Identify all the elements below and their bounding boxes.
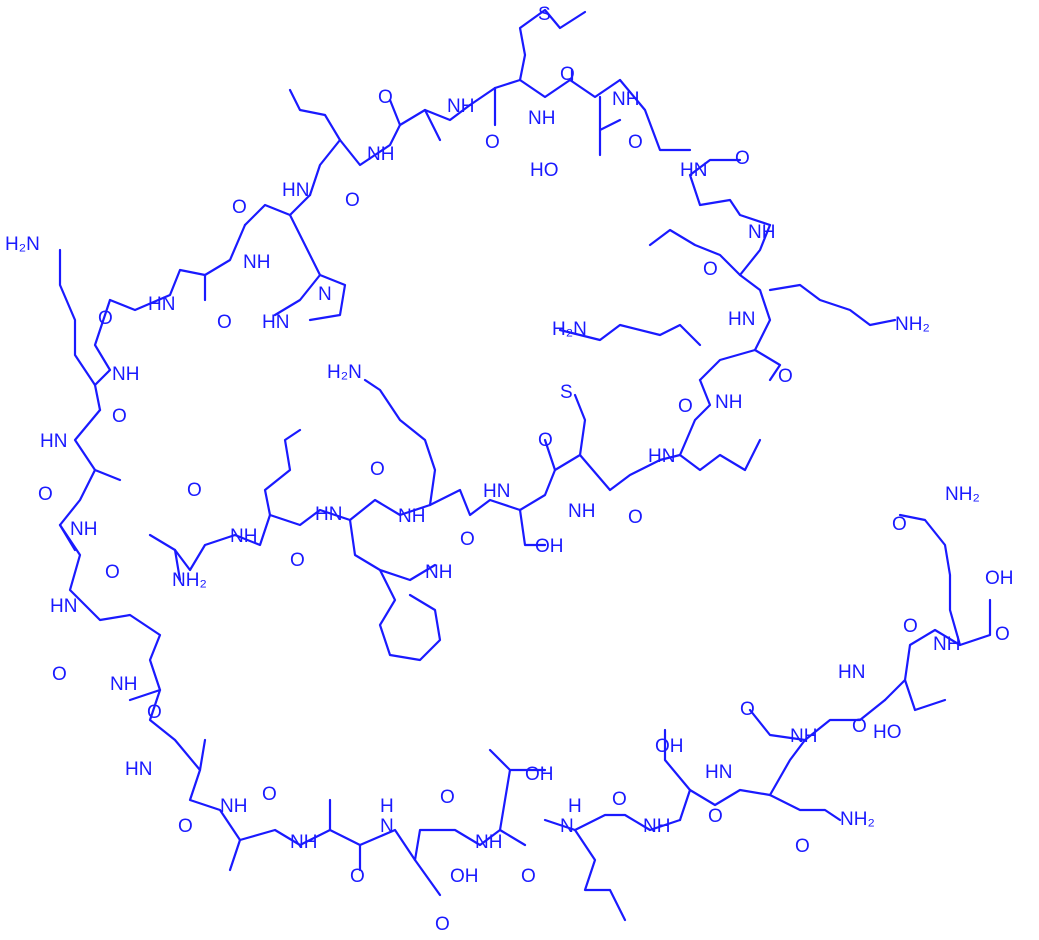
oxygen-label: O — [435, 914, 450, 935]
oxygen-label: O — [735, 148, 750, 169]
oxygen-label: O — [892, 514, 907, 535]
oxygen-label: O — [217, 312, 232, 333]
hydroxyl-label: OH — [450, 866, 479, 887]
amide-n-label: N — [380, 816, 394, 837]
amide-hn-label: HN — [648, 446, 675, 467]
amide-nh-label: NH — [643, 816, 670, 837]
oxygen-label: O — [612, 789, 627, 810]
amine-nh2-label: NH₂ — [895, 314, 930, 335]
oxygen-label: O — [178, 816, 193, 837]
amine-h2n-label: H₂N — [5, 234, 40, 255]
hydroxyl-label: OH — [655, 736, 684, 757]
amide-nh-label: NH — [290, 832, 317, 853]
amide-nh2-label: NH₂ — [945, 484, 980, 505]
amide-hn-label: HN — [705, 762, 732, 783]
amide-hn-label: HN — [315, 504, 342, 525]
amide-nh-label: NH — [367, 144, 394, 165]
oxygen-label: O — [708, 806, 723, 827]
amide-hn-label: HN — [50, 596, 77, 617]
amide-nh-label: NH — [110, 674, 137, 695]
oxygen-label: O — [778, 366, 793, 387]
oxygen-label: O — [370, 459, 385, 480]
oxygen-label: O — [628, 132, 643, 153]
bond-skeleton — [58, 8, 992, 922]
amide-nh-label: NH — [748, 222, 775, 243]
oxygen-label: O — [560, 64, 575, 85]
oxygen-label: O — [378, 87, 393, 108]
amide-hn-label: HN — [148, 294, 175, 315]
amide-nh-label: NH — [243, 252, 270, 273]
amide-nh-label: NH — [447, 96, 474, 117]
amide-n-label: N — [560, 816, 574, 837]
amide-hn-label: HN — [483, 481, 510, 502]
oxygen-label: O — [521, 866, 536, 887]
amide-h-label: H — [380, 796, 394, 817]
amine-h2n-label: H₂N — [552, 319, 587, 340]
amide-hn-label: HN — [728, 309, 755, 330]
amide-nh-label: NH — [933, 634, 960, 655]
oxygen-label: O — [678, 396, 693, 417]
amide-nh-label: NH — [790, 726, 817, 747]
sulfur-label: S — [538, 4, 551, 25]
oxygen-label: O — [105, 562, 120, 583]
imidazole-hn-label: HN — [262, 312, 289, 333]
oxygen-label: O — [290, 550, 305, 571]
hydroxyl-label: OH — [525, 764, 554, 785]
amide-nh-label: NH — [568, 501, 595, 522]
sulfur-label: S — [560, 382, 573, 403]
oxygen-label: O — [52, 664, 67, 685]
amide-hn-label: HN — [680, 160, 707, 181]
amide-h-label: H — [568, 796, 582, 817]
amide-hn-label: HN — [282, 180, 309, 201]
oxygen-label: O — [38, 484, 53, 505]
oxygen-label: O — [98, 308, 113, 329]
amide-nh-label: NH — [612, 89, 639, 110]
amide-nh-label: NH — [715, 392, 742, 413]
amine-nh2-label: NH₂ — [172, 570, 207, 591]
oxygen-label: O — [187, 480, 202, 501]
amide-nh-label: NH — [220, 796, 247, 817]
amide-nh-label: NH — [230, 526, 257, 547]
carboxyl-oh-label: OH — [985, 568, 1014, 589]
oxygen-label: O — [440, 787, 455, 808]
amide-nh-label: NH — [112, 364, 139, 385]
oxygen-label: O — [232, 197, 247, 218]
oxygen-label: O — [460, 529, 475, 550]
indole-nh-label: NH — [425, 562, 452, 583]
oxygen-label: O — [485, 132, 500, 153]
imidazole-n-label: N — [318, 284, 332, 305]
amide-nh2-label: NH₂ — [840, 809, 875, 830]
atom-labels: S NH O NH NH O HO O HN O O NH O HN O NH … — [5, 4, 1014, 935]
amide-hn-label: HN — [40, 431, 67, 452]
oxygen-label: O — [995, 624, 1010, 645]
oxygen-label: O — [538, 430, 553, 451]
amine-h2n-label: H₂N — [327, 362, 362, 383]
amide-nh-label: NH — [475, 832, 502, 853]
oxygen-label: O — [903, 616, 918, 637]
amide-hn-label: HN — [838, 662, 865, 683]
oxygen-label: O — [350, 866, 365, 887]
oxygen-label: O — [112, 406, 127, 427]
amide-hn-label: HN — [125, 759, 152, 780]
amide-nh-label: NH — [70, 519, 97, 540]
amide-nh-label: NH — [528, 108, 555, 129]
hydroxyl-label: OH — [535, 536, 564, 557]
oxygen-label: O — [852, 716, 867, 737]
hydroxyl-label: HO — [873, 722, 902, 743]
oxygen-label: O — [795, 836, 810, 857]
oxygen-label: O — [147, 702, 162, 723]
oxygen-label: O — [628, 507, 643, 528]
oxygen-label: O — [703, 259, 718, 280]
amide-nh-label: NH — [398, 506, 425, 527]
hydroxyl-label: HO — [530, 160, 559, 181]
oxygen-label: O — [345, 190, 360, 211]
oxygen-label: O — [740, 699, 755, 720]
oxygen-label: O — [262, 784, 277, 805]
